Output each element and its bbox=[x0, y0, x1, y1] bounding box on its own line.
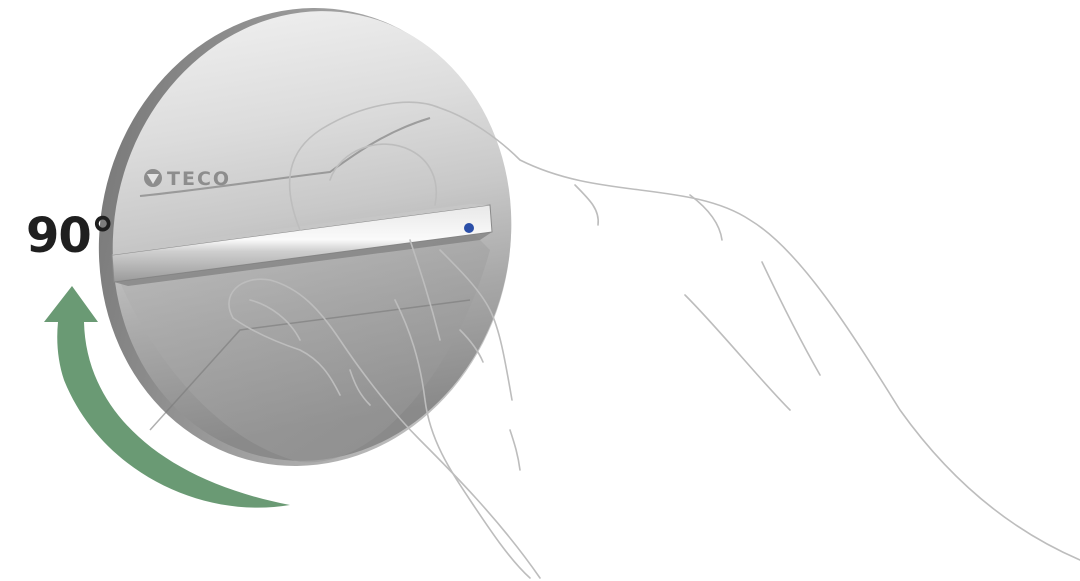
rotation-angle-label: 90° bbox=[26, 206, 114, 266]
indicator-led bbox=[464, 223, 474, 233]
svg-text:TECO: TECO bbox=[167, 168, 231, 190]
